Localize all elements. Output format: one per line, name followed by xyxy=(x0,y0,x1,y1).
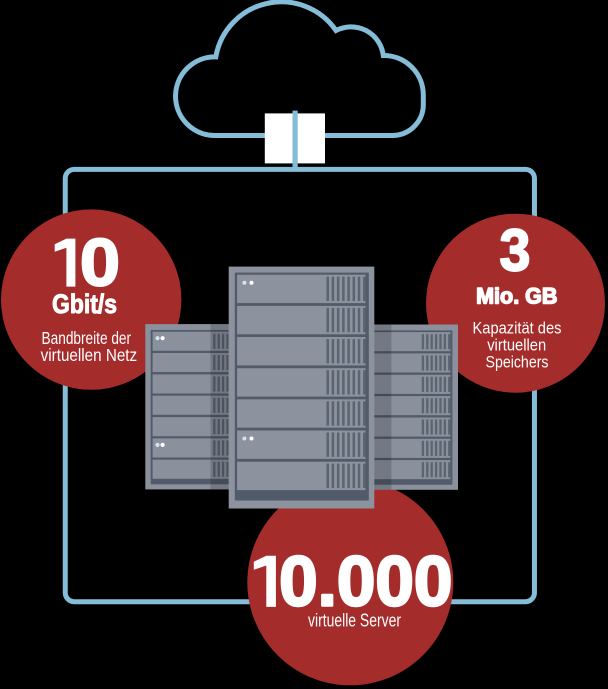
svg-text:Mio. GB: Mio. GB xyxy=(476,284,557,309)
svg-text:Kapazität des: Kapazität des xyxy=(473,320,562,338)
svg-text:0: 0 xyxy=(80,226,120,301)
svg-text:virtuelle Server: virtuelle Server xyxy=(308,610,401,630)
svg-text:virtuellen: virtuellen xyxy=(487,337,546,355)
svg-text:0.000: 0.000 xyxy=(279,543,452,622)
svg-text:Bandbreite der: Bandbreite der xyxy=(42,328,132,348)
svg-text:Gbit/s: Gbit/s xyxy=(52,289,117,319)
svg-text:3: 3 xyxy=(500,217,531,284)
svg-text:virtuellen Netz: virtuellen Netz xyxy=(41,345,138,365)
svg-text:Speichers: Speichers xyxy=(486,354,549,372)
